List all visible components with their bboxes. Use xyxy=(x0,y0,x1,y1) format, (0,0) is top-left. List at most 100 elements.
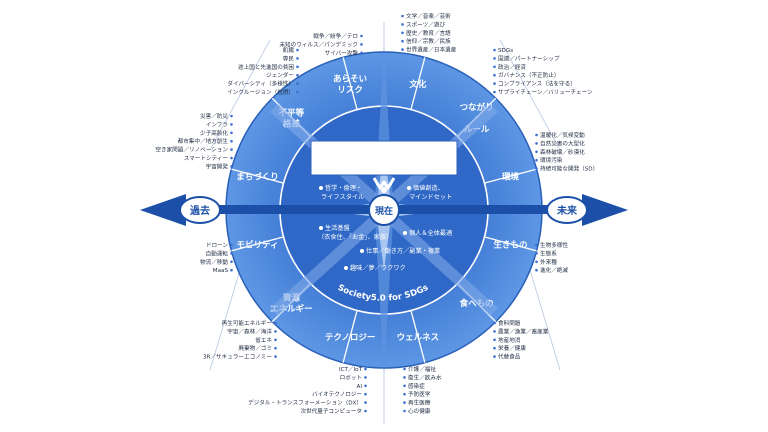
bullet-icon xyxy=(319,226,323,230)
inner-philosophy-1: 哲学・倫理・ xyxy=(325,184,362,192)
bullet-icon xyxy=(401,48,404,51)
bullet-icon xyxy=(230,131,233,135)
bullet-icon xyxy=(230,252,233,255)
bullet-icon xyxy=(535,142,538,145)
bullet-icon xyxy=(535,252,538,255)
outer-label-top-right: ガバナンス（不正防止） xyxy=(498,71,559,79)
bullet-icon xyxy=(360,34,363,38)
future-node xyxy=(546,196,588,224)
bullet-icon xyxy=(274,346,277,350)
bullet-icon xyxy=(403,401,406,404)
bullet-icon xyxy=(493,73,496,77)
bullet-icon xyxy=(535,268,538,272)
bullet-icon xyxy=(344,266,348,270)
outer-label-bottom-right: 食料問題 xyxy=(498,319,521,327)
segment-label: つながり xyxy=(460,102,494,113)
bullet-icon xyxy=(274,355,277,358)
segment-label: あらそい xyxy=(333,74,367,84)
outer-label-left-lower: 自動運転 xyxy=(206,249,229,257)
bullet-icon xyxy=(230,268,233,272)
outer-label-bottom-center-right: 心の健康 xyxy=(408,407,431,415)
outer-label-right-lower: 生物多様性 xyxy=(540,241,568,249)
outer-label-left-mid: スマートシティー xyxy=(184,155,229,162)
past-node xyxy=(179,196,221,224)
bullet-icon xyxy=(493,57,496,60)
outer-label-top-left: 戦争／紛争／テロ xyxy=(313,32,358,40)
outer-label-bottom-center-right: 再生医療 xyxy=(408,399,431,407)
bullet-icon xyxy=(403,367,406,371)
inner-hobby: 趣味／夢／ワクワク xyxy=(350,264,406,272)
bullet-icon xyxy=(364,392,367,396)
inner-basics-2: （衣食住、「お金」、家族） xyxy=(318,233,392,241)
bullet-icon xyxy=(296,65,299,69)
bullet-icon xyxy=(230,156,233,160)
bullet-icon xyxy=(274,321,277,325)
outer-label-bottom-center-right: 予防医学 xyxy=(408,390,431,398)
outer-label-left-lower: MaaS xyxy=(213,268,229,274)
segment-divider xyxy=(342,57,358,110)
bullet-icon xyxy=(493,90,496,94)
segment-label: 文化 xyxy=(409,79,427,90)
bullet-icon xyxy=(401,31,404,35)
outer-label-right-mid: 環境汚染 xyxy=(540,156,563,164)
bullet-icon xyxy=(364,409,367,413)
segment-divider xyxy=(484,236,537,252)
bullet-icon xyxy=(360,249,364,253)
bullet-icon xyxy=(296,90,299,94)
outer-label-left-mid: 都市集中／地方創生 xyxy=(178,137,229,145)
outer-label-left-mid: 空き家問題／リノベーション xyxy=(155,146,228,154)
outer-label-bottom-right: 栄養／健康 xyxy=(498,344,526,352)
axis-future-label: 未来 xyxy=(556,204,578,217)
bullet-icon xyxy=(230,165,233,168)
outer-label-top-left: サイバー攻撃 xyxy=(325,49,359,57)
bullet-icon xyxy=(401,23,404,26)
inner-philosophy-2: ライフスタイル xyxy=(321,193,364,201)
axis-now-label: 現在 xyxy=(375,205,393,217)
bullet-icon xyxy=(274,330,277,333)
outer-label-right-mid: 持続可能な開発（SD） xyxy=(540,165,598,173)
outer-label-top-right: サプライチェーン／バリューチェーン xyxy=(498,89,593,96)
outer-label-left-mid: 宇宙開発 xyxy=(206,162,229,170)
segment-divider xyxy=(231,168,284,184)
segment-divider xyxy=(410,57,426,110)
segment-label: 生きもの xyxy=(494,239,528,250)
bullet-icon xyxy=(535,150,538,154)
bullet-icon xyxy=(364,367,367,371)
bullet-icon xyxy=(296,48,299,52)
bullet-icon xyxy=(493,82,496,85)
bullet-icon xyxy=(535,260,538,264)
outer-label-bottom-center-left: 次世代量子コンピュータ xyxy=(300,407,362,415)
outer-label-bottom-center-right: 衛生／飲み水 xyxy=(408,373,442,381)
outer-label-top-right: 政治／経済 xyxy=(498,63,526,71)
segment-divider xyxy=(342,310,358,363)
bullet-icon xyxy=(403,392,406,396)
inner-work: 仕事／働き方／副業・複業 xyxy=(366,247,440,255)
bullet-icon xyxy=(364,401,367,404)
outer-label-right-lower: 生態系 xyxy=(540,249,557,257)
bullet-icon xyxy=(230,123,233,126)
outer-label-left-lower: ドローン xyxy=(206,243,229,249)
outer-label-bottom-right: 代替食品 xyxy=(498,353,521,361)
segment-label: モビリティ xyxy=(236,239,278,250)
outer-label-bottom-center-right: 介護／福祉 xyxy=(408,365,436,373)
bullet-icon xyxy=(296,82,299,85)
outer-label-bottom-left: 再生可能エネルギー xyxy=(222,319,273,327)
bullet-icon xyxy=(403,384,406,388)
axis-past-label: 過去 xyxy=(189,204,210,217)
outer-label-bottom-center-left: AI xyxy=(357,384,363,390)
outer-label-left-lower: 物流／移動 xyxy=(200,258,228,266)
bullet-icon xyxy=(493,65,496,69)
bullet-icon xyxy=(230,139,233,143)
bullet-icon xyxy=(230,243,233,247)
bullet-icon xyxy=(403,409,406,413)
bullet-icon xyxy=(535,133,538,137)
segment-label: まちづくり xyxy=(236,172,279,183)
segment-label: リスク xyxy=(337,84,363,95)
bullet-icon xyxy=(360,43,363,46)
outer-label-bottom-center-left: バイオテクノロジー xyxy=(312,391,362,398)
bullet-icon xyxy=(360,51,363,55)
outer-label-left-upper: 専民 xyxy=(283,54,295,62)
segment-label: エネルギー xyxy=(270,304,313,315)
segment-label: 不平等 xyxy=(279,107,305,118)
